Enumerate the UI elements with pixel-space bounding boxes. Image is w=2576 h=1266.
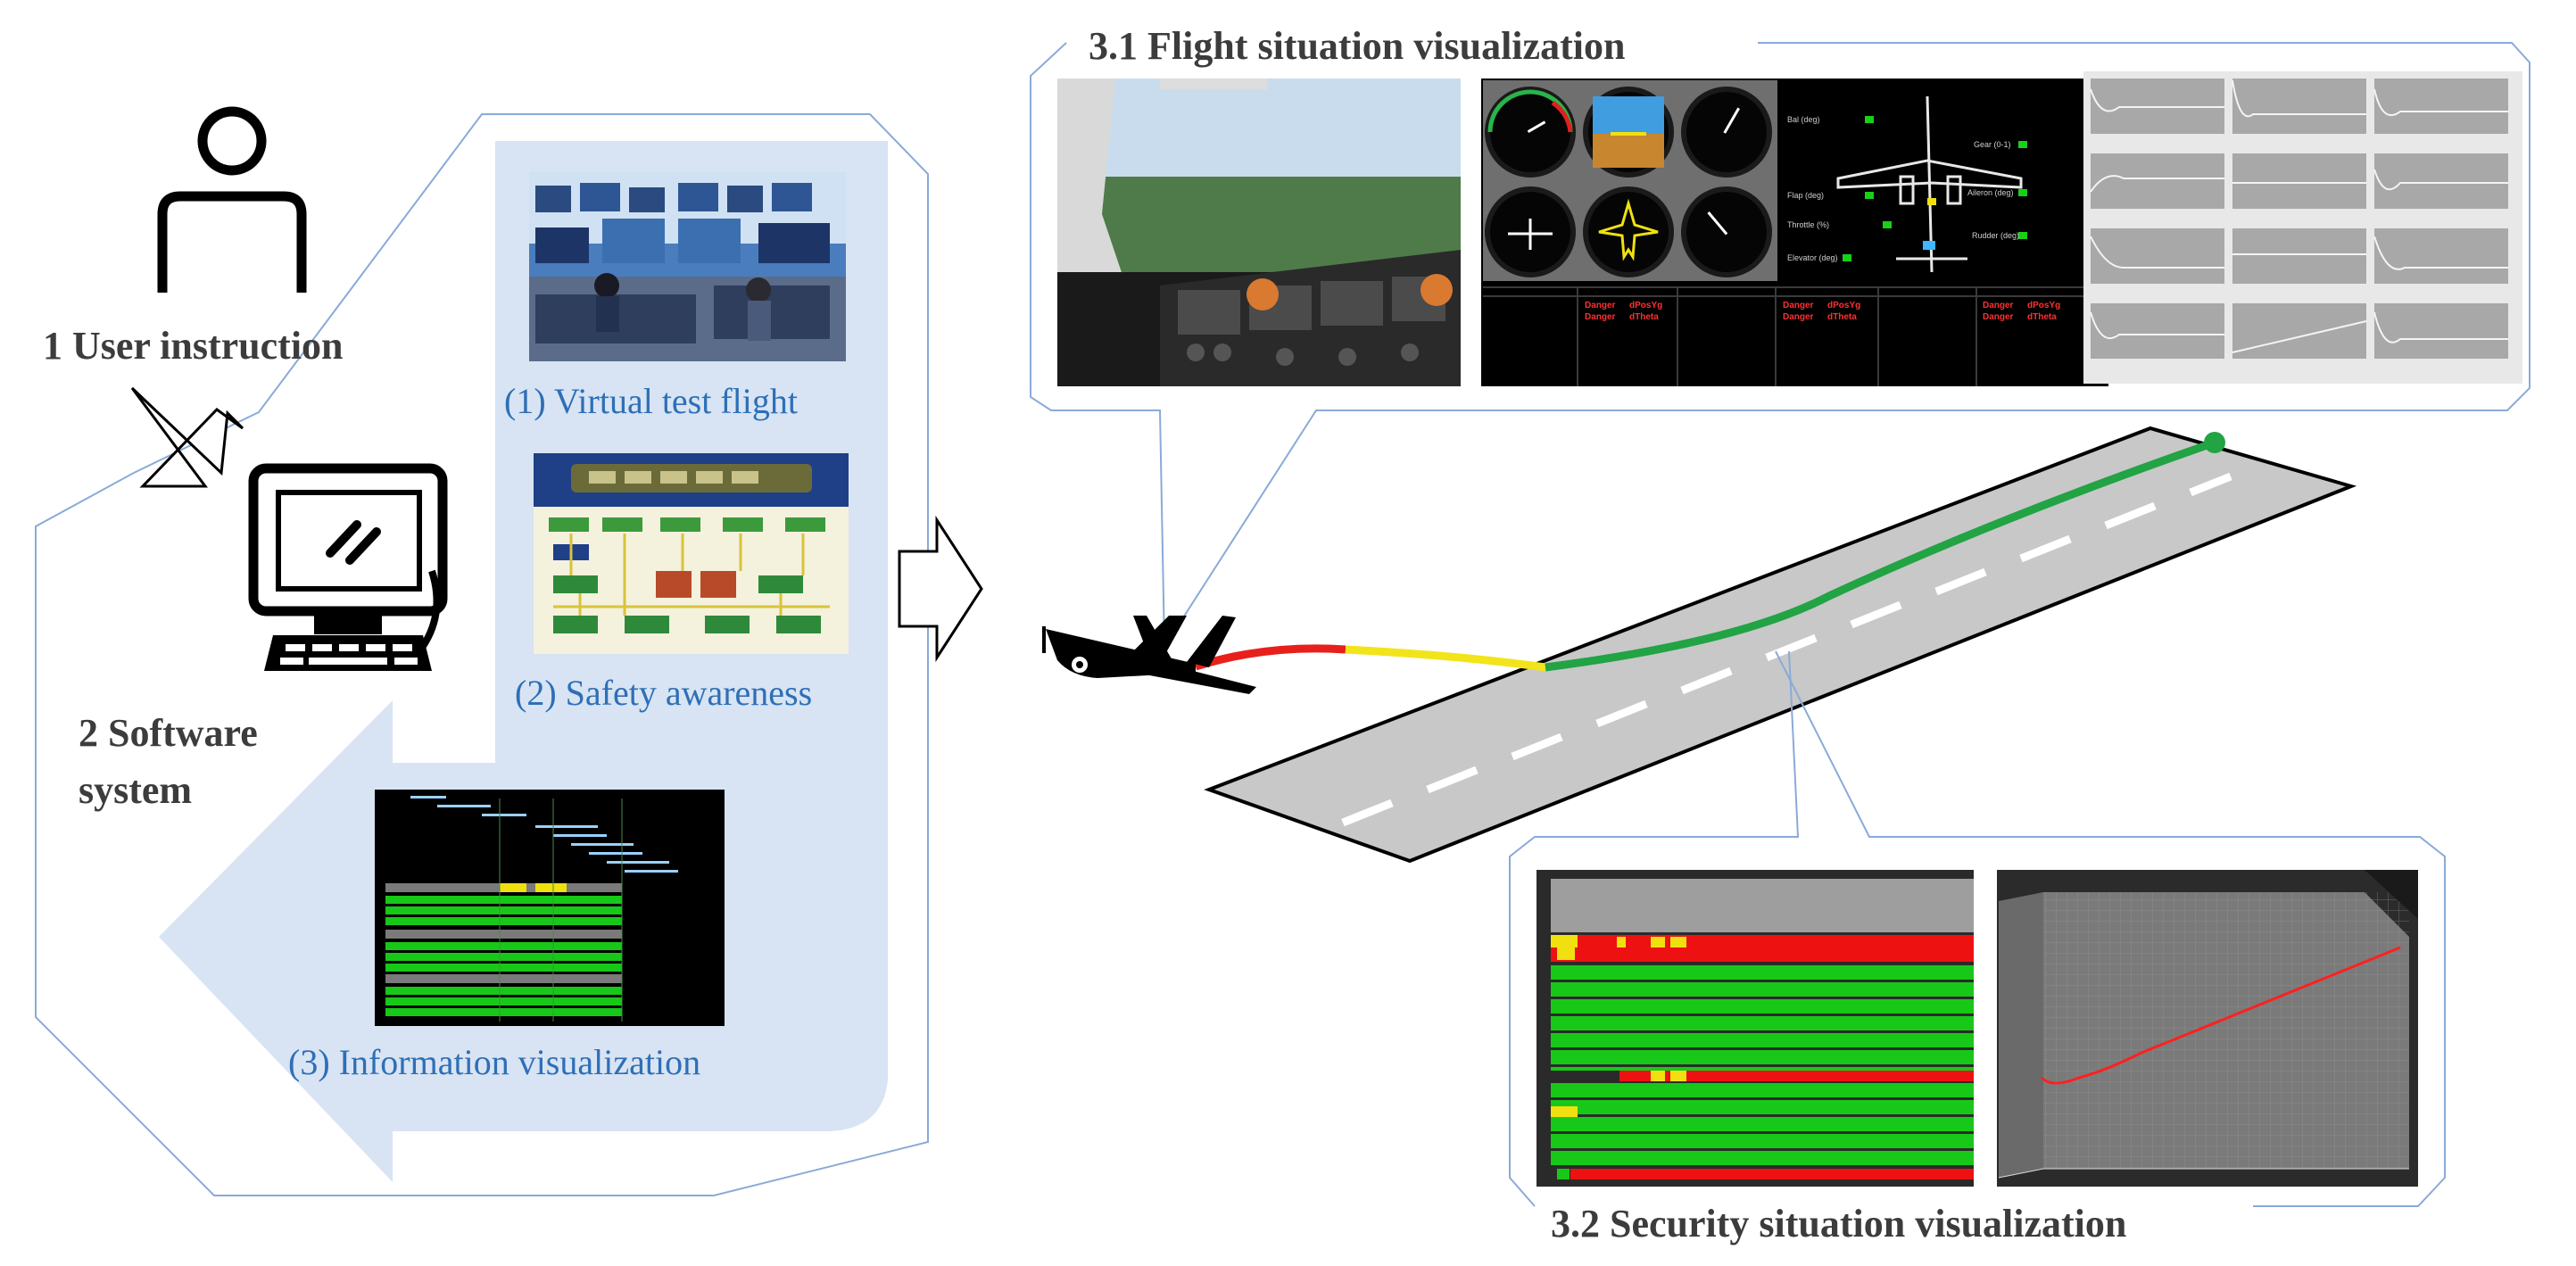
hollow-arrow-down-right-icon bbox=[130, 386, 244, 488]
instrument-label-elevator: Elevator (deg) bbox=[1787, 253, 1838, 262]
flight-path-red bbox=[1194, 644, 1346, 671]
runway bbox=[1204, 426, 2357, 864]
security-situation-title: 3.2 Security situation visualization bbox=[1551, 1202, 2127, 1245]
danger-msg-3b: dPosYg bbox=[2027, 301, 2061, 310]
virtual-test-flight-label: (1) Virtual test flight bbox=[504, 381, 799, 421]
danger-msg-1a: Danger bbox=[1585, 301, 1616, 310]
instrument-label-throttle: Throttle (%) bbox=[1787, 220, 1830, 229]
virtual-test-flight-photo bbox=[529, 172, 846, 361]
safety-awareness-label: (2) Safety awareness bbox=[515, 673, 813, 713]
software-system-label-line1: 2 Software bbox=[79, 711, 258, 755]
danger-msg-2c: Danger bbox=[1783, 312, 1814, 322]
instrument-label-gear: Gear (0-1) bbox=[1974, 140, 2011, 149]
instrument-label-aileron: Aileron (deg) bbox=[1967, 188, 2014, 197]
instrument-label-rudder: Rudder (deg) bbox=[1972, 231, 2020, 240]
trajectory-3d-plot bbox=[1997, 870, 2418, 1187]
danger-msg-2d: dTheta bbox=[1827, 312, 1857, 322]
path-end-marker bbox=[2204, 432, 2225, 453]
instrument-label-bal: Bal (deg) bbox=[1787, 115, 1820, 124]
user-icon bbox=[157, 106, 307, 293]
danger-msg-3d: dTheta bbox=[2027, 312, 2057, 322]
flight-situation-frame bbox=[1030, 42, 2530, 650]
danger-msg-1b: dPosYg bbox=[1629, 301, 1663, 310]
flight-situation-title: 3.1 Flight situation visualization bbox=[1081, 27, 1633, 66]
instrument-label-flap: Flap (deg) bbox=[1787, 191, 1825, 200]
flight-path-yellow bbox=[1345, 645, 1546, 672]
cockpit-view-screen bbox=[1057, 79, 1461, 386]
user-instruction-label: 1 User instruction bbox=[43, 324, 344, 368]
information-visualization-label: (3) Information visualization bbox=[288, 1042, 701, 1082]
information-visualization-screen bbox=[375, 790, 725, 1026]
airplane-icon bbox=[1042, 616, 1256, 694]
security-situation-frame bbox=[1509, 650, 2446, 1207]
time-series-plots-screen bbox=[2083, 71, 2522, 384]
danger-msg-1c: Danger bbox=[1585, 312, 1616, 322]
software-system-label-line2: system bbox=[79, 768, 193, 812]
danger-msg-2a: Danger bbox=[1783, 301, 1814, 310]
runway-centerline bbox=[1341, 472, 2232, 827]
hollow-arrow-right-icon bbox=[898, 515, 983, 663]
danger-msg-3c: Danger bbox=[1983, 312, 2014, 322]
flight-instruments-screen bbox=[1481, 79, 2108, 386]
danger-msg-3a: Danger bbox=[1983, 301, 2014, 310]
software-loop-outline bbox=[35, 113, 929, 1196]
danger-msg-2b: dPosYg bbox=[1827, 301, 1861, 310]
flight-path-green bbox=[1545, 438, 2216, 672]
security-status-chart bbox=[1536, 870, 1974, 1187]
danger-msg-1d: dTheta bbox=[1629, 312, 1659, 322]
computer-terminal-icon bbox=[248, 463, 448, 671]
safety-awareness-schematic bbox=[534, 453, 849, 654]
